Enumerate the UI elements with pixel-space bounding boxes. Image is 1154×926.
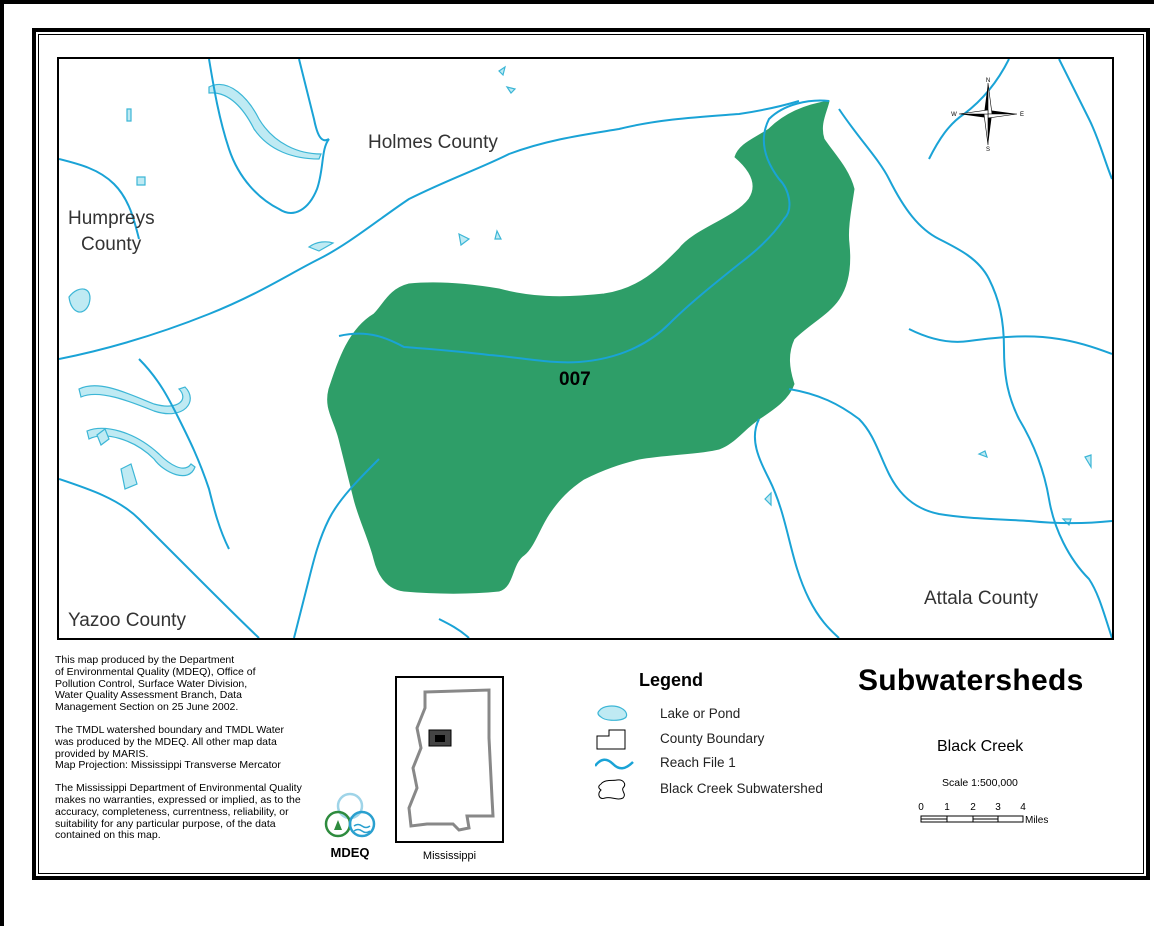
scale-tick-2: 2 [970,802,976,813]
lake-icon [597,705,628,721]
lake-4 [68,288,91,313]
disclaimer-production: This map produced by the Department of E… [55,654,256,714]
lake-14 [977,450,988,459]
north-letter: N [986,78,990,84]
map-panel: Holmes County Humpreys County Yazoo Coun… [57,57,1114,640]
mississippi-outline-icon [407,688,495,832]
west-letter: W [951,112,957,118]
attala-county-label: Attala County [924,588,1039,609]
left-rule [0,0,4,926]
reach-10 [59,158,140,240]
scale-tick-3: 3 [995,802,1001,813]
lake-12 [126,108,132,122]
compass-rose-icon: N S E W [951,78,1024,153]
oxbow-lake-2 [78,385,191,415]
subwatershed-icon [598,779,626,800]
lake-10 [458,232,471,247]
reach-8 [208,59,330,214]
lake-5 [120,463,138,490]
legend-label-county: County Boundary [660,731,765,746]
lake-18 [307,241,335,252]
disclaimer-text: This map produced by the Department of E… [55,654,335,853]
reach-11 [293,458,380,638]
legend-title: Legend [639,670,704,690]
reach-black-creek [338,99,830,364]
mdeq-logo-text: MDEQ [330,845,370,860]
scale-label: Scale 1:500,000 [942,777,1018,789]
humphreys-county-label-line1: Humpreys [68,208,155,229]
scale-bar: 0 1 2 3 4 Miles [918,800,1058,830]
county-boundary-icon [596,729,626,750]
reach-7 [59,478,260,638]
reach-4 [788,388,1112,525]
south-letter: S [986,147,990,151]
reach-9 [298,59,330,142]
lake-15 [1084,454,1092,470]
reach-15 [438,618,470,638]
lake-9 [505,86,517,94]
north-arrow: N S E W [951,77,1025,153]
disclaimer-warranty: The Mississippi Department of Environmen… [55,782,302,842]
reach-layer [59,59,1112,638]
map-title: Subwatersheds [858,664,1084,697]
legend-label-lake: Lake or Pond [660,706,741,721]
reach-3 [838,108,1112,638]
lake-13 [136,176,146,186]
locator-map [395,676,504,843]
reach-2 [59,100,800,360]
disclaimer-data-sources: The TMDL watershed boundary and TMDL Wat… [55,723,284,772]
top-rule [0,0,1154,4]
yazoo-county-label: Yazoo County [68,610,186,631]
lakes-layer [68,65,1092,527]
oxbow-lake-1 [208,84,322,160]
holmes-county-label: Holmes County [368,132,498,153]
map-canvas [59,59,1112,638]
reach-5 [753,418,840,638]
mdeq-logo-icon [324,792,376,838]
humphreys-county-label-line2: County [81,234,142,255]
reach-13 [1058,59,1112,180]
scale-tick-0: 0 [918,802,924,813]
legend-label-reach: Reach File 1 [660,755,736,770]
map-subtitle: Black Creek [937,738,1024,755]
reach-icon [595,758,634,770]
east-letter: E [1020,112,1024,118]
legend-label-subwatershed: Black Creek Subwatershed [660,781,823,796]
mdeq-logo [320,792,380,840]
scale-tick-1: 1 [944,802,950,813]
reach-6 [908,328,1112,355]
lake-8 [498,65,506,77]
lake-6 [96,428,110,446]
inner-frame [38,34,1144,874]
scale-unit: Miles [1025,815,1048,826]
scale-bar-graphic: 0 1 2 3 4 Miles [918,802,1048,826]
oxbow-lake-3 [86,427,196,477]
locator-caption: Mississippi [422,850,477,862]
reach-14 [138,358,230,550]
outer-frame [32,28,1150,880]
lake-11 [494,229,502,240]
subwatershed-id-label: 007 [559,369,591,390]
black-creek-subwatershed [327,100,855,594]
scale-tick-4: 4 [1020,802,1026,813]
lake-17 [764,491,772,507]
